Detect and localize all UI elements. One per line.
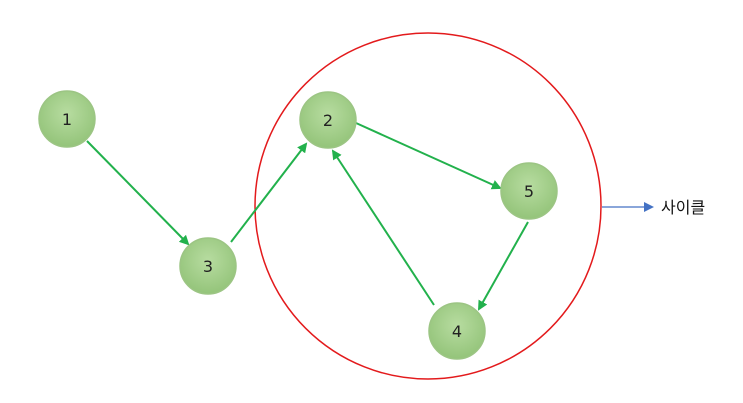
node-4[interactable]: 4 (428, 302, 486, 360)
edge-3-2 (230, 142, 308, 243)
node-2-label: 2 (323, 111, 333, 130)
node-4-label: 4 (452, 322, 462, 341)
edge-5-4 (478, 221, 529, 311)
cycle-highlight-circle (254, 32, 602, 380)
node-2[interactable]: 2 (299, 91, 357, 149)
node-1[interactable]: 1 (38, 90, 96, 148)
edge-4-2 (331, 149, 435, 306)
cycle-label: 사이클 (661, 198, 705, 217)
node-1-label: 1 (62, 110, 72, 129)
node-3[interactable]: 3 (179, 237, 237, 295)
node-5-label: 5 (524, 182, 534, 201)
edge-2-5 (355, 122, 502, 190)
edge-1-3 (86, 140, 190, 246)
node-3-label: 3 (203, 257, 213, 276)
node-5[interactable]: 5 (500, 162, 558, 220)
